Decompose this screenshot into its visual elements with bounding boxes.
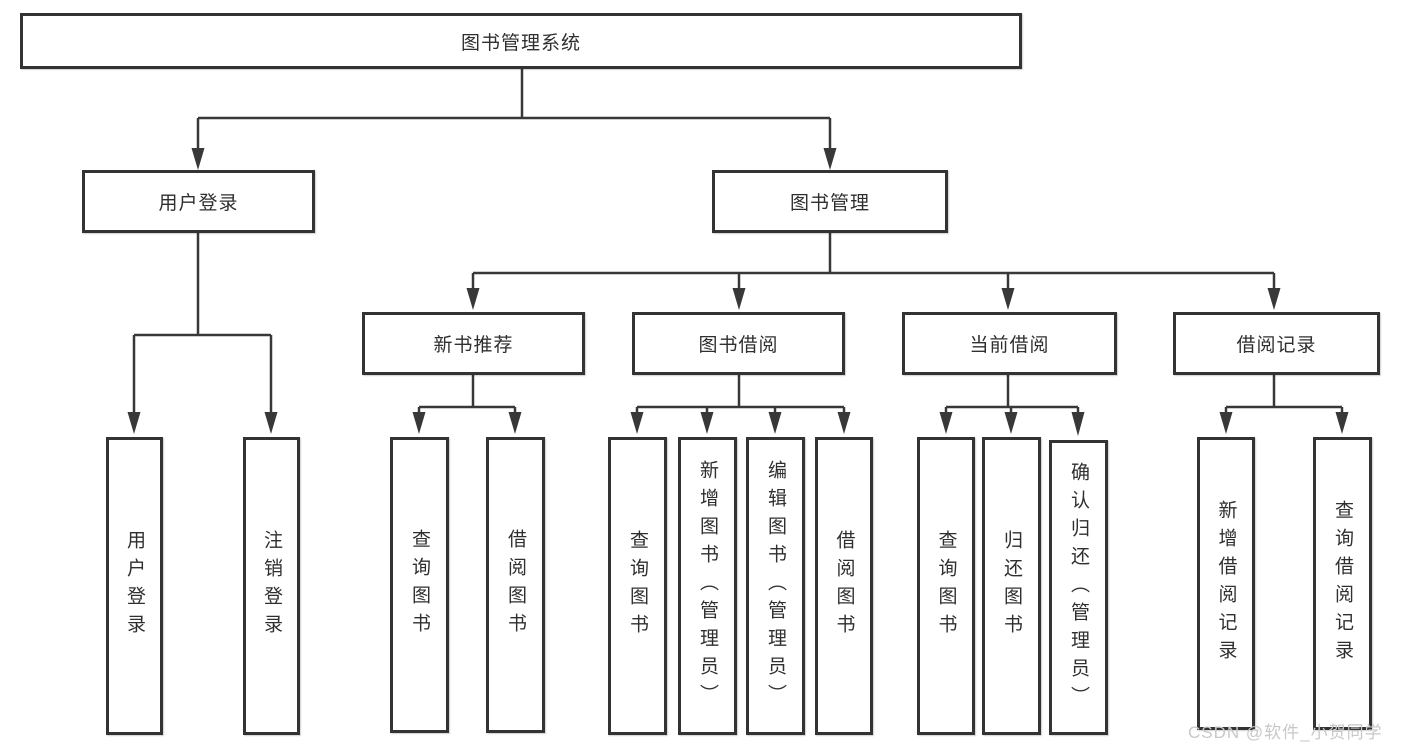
node-borrowing-records: 借阅记录 bbox=[1173, 312, 1380, 375]
leaf-query-books-current: 查询图书 bbox=[917, 437, 975, 735]
node-current-borrowing: 当前借阅 bbox=[902, 312, 1117, 375]
leaf-query-books-borrowing: 查询图书 bbox=[608, 437, 667, 735]
node-book-borrowing: 图书借阅 bbox=[632, 312, 845, 375]
leaf-label: 查询图书 bbox=[935, 530, 957, 642]
leaf-label: 归还图书 bbox=[1001, 530, 1022, 642]
leaf-add-book-admin: 新增图书（管理员） bbox=[678, 437, 737, 735]
node-library-system: 图书管理系统 bbox=[20, 13, 1022, 69]
leaf-label: 借阅图书 bbox=[833, 530, 855, 642]
leaf-label: 查询借阅记录 bbox=[1332, 499, 1353, 668]
leaf-add-borrow-record: 新增借阅记录 bbox=[1197, 437, 1255, 730]
leaf-label: 新增图书（管理员） bbox=[697, 460, 718, 712]
leaf-return-books: 归还图书 bbox=[982, 437, 1041, 735]
leaf-user-login: 用户登录 bbox=[106, 437, 163, 735]
leaf-edit-book-admin: 编辑图书（管理员） bbox=[746, 437, 805, 735]
leaf-label: 用户登录 bbox=[124, 530, 145, 642]
leaf-label: 查询图书 bbox=[627, 530, 648, 642]
leaf-label: 新增借阅记录 bbox=[1215, 499, 1237, 668]
leaf-label: 编辑图书（管理员） bbox=[765, 460, 786, 712]
leaf-label: 确认归还（管理员） bbox=[1068, 461, 1089, 714]
node-book-management: 图书管理 bbox=[712, 170, 948, 233]
leaf-confirm-return-admin: 确认归还（管理员） bbox=[1049, 440, 1108, 735]
csdn-watermark: CSDN @软件_小贺同学 bbox=[1188, 723, 1383, 742]
leaf-borrow-books-borrowing: 借阅图书 bbox=[815, 437, 873, 735]
leaf-label: 注销登录 bbox=[261, 530, 282, 642]
leaf-borrow-books-recommend: 借阅图书 bbox=[486, 437, 545, 733]
leaf-label: 查询图书 bbox=[409, 529, 430, 641]
leaf-query-borrow-record: 查询借阅记录 bbox=[1313, 437, 1372, 730]
leaf-logout: 注销登录 bbox=[243, 437, 300, 735]
leaf-query-books-recommend: 查询图书 bbox=[390, 437, 449, 733]
node-new-book-recommendation: 新书推荐 bbox=[362, 312, 585, 375]
leaf-label: 借阅图书 bbox=[505, 529, 526, 641]
node-user-login: 用户登录 bbox=[82, 170, 315, 233]
